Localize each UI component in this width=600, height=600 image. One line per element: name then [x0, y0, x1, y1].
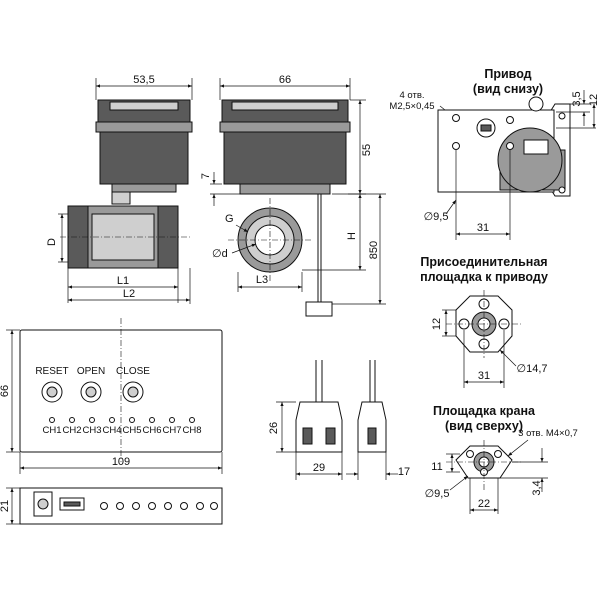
- dim-d: ∅d: [212, 248, 228, 260]
- dim-9-5-valve: ∅9,5: [425, 488, 450, 500]
- front-mount-plate: [239, 183, 331, 195]
- ch1-label: CH1: [42, 425, 61, 436]
- valve-front-view: G ∅d L3 66 55 7 H 850: [200, 74, 386, 317]
- ch6-label: CH6: [142, 425, 161, 436]
- dim-66-controller: 66: [0, 385, 11, 397]
- valve-neck: [111, 191, 131, 205]
- led-4: [148, 502, 156, 510]
- dim-L2: L2: [123, 288, 135, 300]
- dim-9-5-drive: ∅9,5: [424, 211, 449, 223]
- dim-31-drive: 31: [477, 222, 489, 234]
- dim-L3: L3: [256, 274, 268, 286]
- dim-22: 22: [478, 498, 490, 510]
- drive-bottom-view: Привод (вид снизу) 4 отв. М2,5×0,45 3,5 …: [389, 67, 600, 240]
- flange-title-1: Присоединительная: [420, 255, 547, 269]
- flange-title-2: площадка к приводу: [420, 270, 548, 284]
- dim-14-7: ∅14,7: [517, 363, 548, 375]
- front-actuator-body: [223, 131, 347, 185]
- ch4-label: CH4: [102, 425, 121, 436]
- dim-53-5: 53,5: [133, 74, 154, 86]
- flange-to-drive: Присоединительная площадка к приводу 12 …: [420, 255, 548, 388]
- ch2-label: CH2: [62, 425, 81, 436]
- dim-3-4: 3,4: [531, 480, 543, 495]
- controller-front-view: RESET OPEN CLOSE CH1 CH2 CH3 CH4 CH5 CH6…: [0, 318, 223, 474]
- drive-port: [523, 139, 549, 155]
- dim-3-5: 3,5: [571, 91, 583, 106]
- led-5: [164, 502, 172, 510]
- led-6: [180, 502, 188, 510]
- dim-7: 7: [200, 173, 212, 179]
- connectors: 26 29 17: [268, 360, 410, 480]
- drive-holes-note-2: М2,5×0,45: [389, 101, 434, 112]
- led-2: [116, 502, 124, 510]
- dim-G: G: [225, 213, 234, 225]
- valve-pad-title-2: (вид сверху): [445, 419, 523, 433]
- led-8: [210, 502, 218, 510]
- valve-pad-title-1: Площадка крана: [433, 404, 536, 418]
- drive-holes-note-1: 4 отв.: [399, 90, 424, 101]
- reset-label: RESET: [35, 366, 68, 377]
- open-label: OPEN: [77, 366, 105, 377]
- dim-12-drive: 12: [588, 94, 600, 106]
- dim-66-top: 66: [279, 74, 291, 86]
- ch5-label: CH5: [122, 425, 141, 436]
- dim-55: 55: [361, 144, 373, 156]
- dim-17: 17: [398, 466, 410, 478]
- dim-29: 29: [313, 462, 325, 474]
- drive-title-1: Привод: [484, 67, 531, 81]
- cable-connector: [305, 301, 333, 317]
- actuator-seam: [95, 121, 193, 133]
- reset-button[interactable]: RESET: [35, 366, 69, 403]
- front-actuator-seam: [219, 121, 351, 133]
- channel-indicators: CH1 CH2 CH3 CH4 CH5 CH6 CH7 CH8: [42, 417, 202, 436]
- ch7-label: CH7: [162, 425, 181, 436]
- dim-H: H: [346, 232, 358, 240]
- dim-109: 109: [112, 456, 130, 468]
- close-label: CLOSE: [116, 366, 150, 377]
- dim-26: 26: [268, 422, 280, 434]
- dim-21: 21: [0, 500, 11, 512]
- led-7: [196, 502, 204, 510]
- actuator-top-highlight: [109, 101, 179, 111]
- ch8-label: CH8: [182, 425, 201, 436]
- dim-D: D: [46, 238, 58, 246]
- drive-title-2: (вид снизу): [473, 82, 543, 96]
- dim-31-flange: 31: [478, 370, 490, 382]
- valve-top-pad: Площадка крана (вид сверху) 3 отв. М4×0,…: [425, 404, 578, 514]
- open-button[interactable]: OPEN: [77, 366, 105, 403]
- dim-L1: L1: [117, 275, 129, 287]
- actuator-lower-body: [99, 131, 189, 185]
- dim-850: 850: [368, 241, 380, 259]
- front-actuator-highlight: [231, 101, 339, 111]
- drive-top-connector: [528, 96, 544, 112]
- valve-pad-holes-note: 3 отв. М4×0,7: [518, 428, 578, 439]
- controller-side-view: 21: [0, 487, 223, 525]
- drive-gear: [497, 127, 563, 193]
- ch3-label: CH3: [82, 425, 101, 436]
- dim-11: 11: [431, 461, 442, 473]
- led-1: [100, 502, 108, 510]
- led-3: [132, 502, 140, 510]
- actuator-mount-plate: [111, 183, 177, 193]
- valve-side-view: 53,5 D L1 L2: [46, 74, 193, 304]
- close-button[interactable]: CLOSE: [116, 366, 150, 403]
- dim-12-flange: 12: [431, 318, 443, 330]
